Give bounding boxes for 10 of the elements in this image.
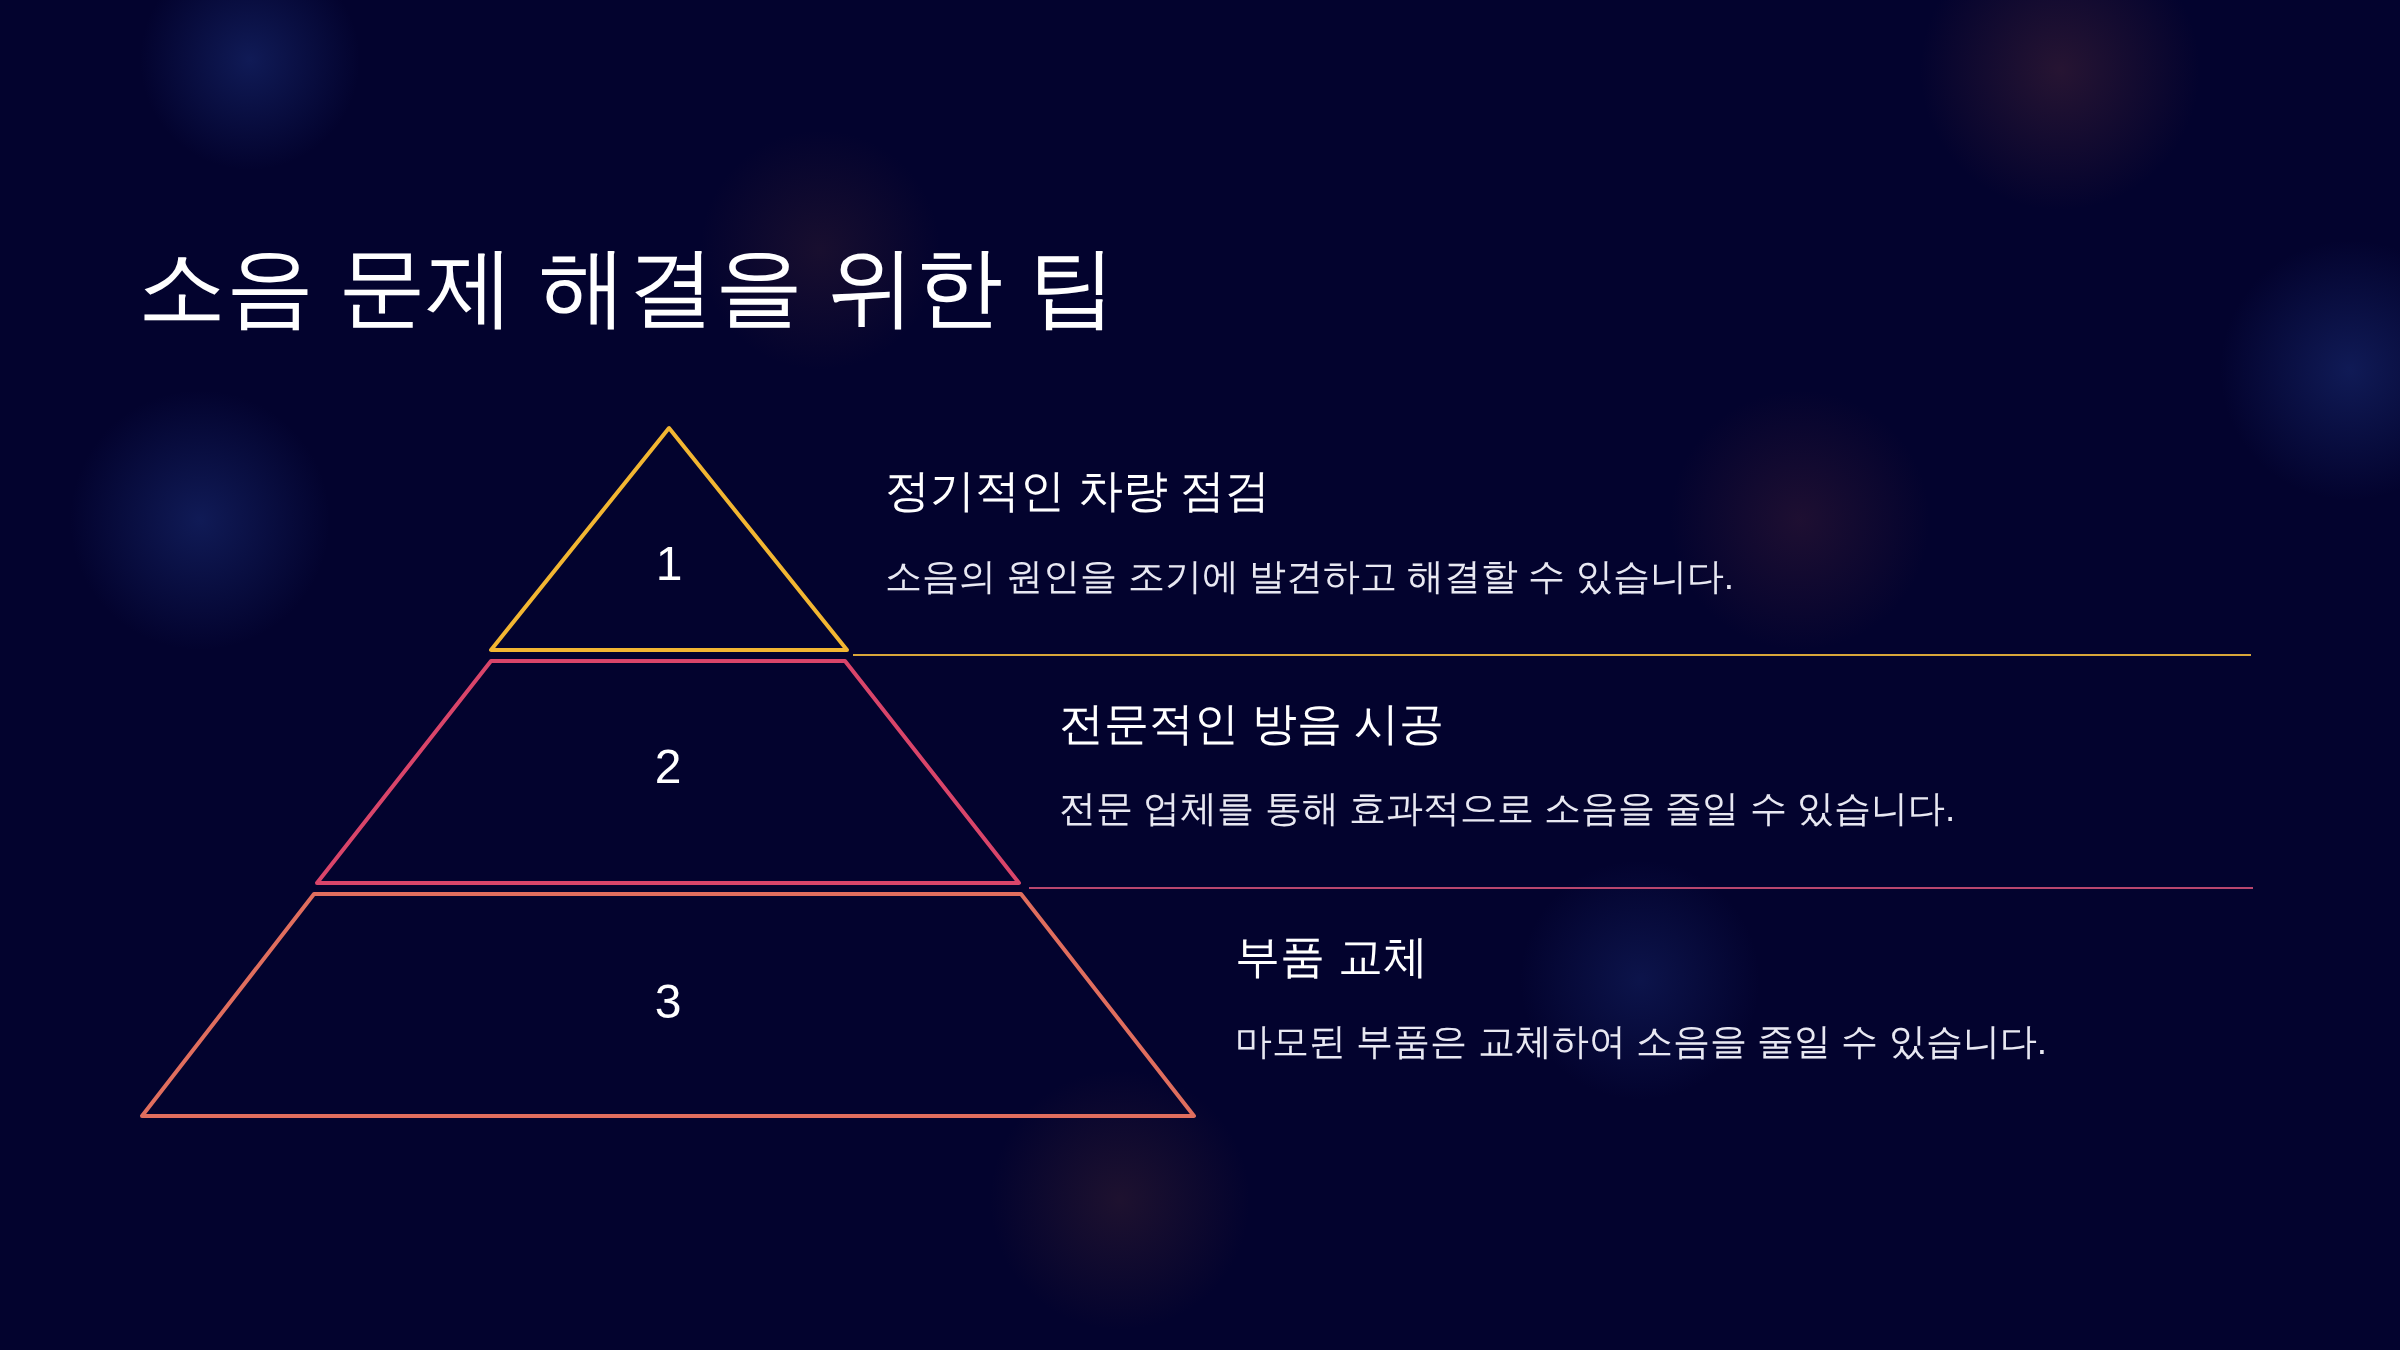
tip-description: 전문 업체를 통해 효과적으로 소음을 줄일 수 있습니다. [1059, 787, 1956, 831]
tip-heading: 정기적인 차량 점검 [885, 464, 1270, 518]
tip-description: 마모된 부품은 교체하여 소음을 줄일 수 있습니다. [1235, 1020, 2047, 1064]
tip-description: 소음의 원인을 조기에 발견하고 해결할 수 있습니다. [885, 555, 1734, 599]
slide-title: 소음 문제 해결을 위한 팁 [138, 236, 1116, 338]
tip-heading: 전문적인 방음 시공 [1059, 697, 1444, 751]
tier-number: 1 [655, 537, 683, 590]
tip-heading: 부품 교체 [1235, 930, 1428, 984]
tier-number: 2 [654, 740, 682, 793]
tier-number: 3 [654, 975, 682, 1028]
